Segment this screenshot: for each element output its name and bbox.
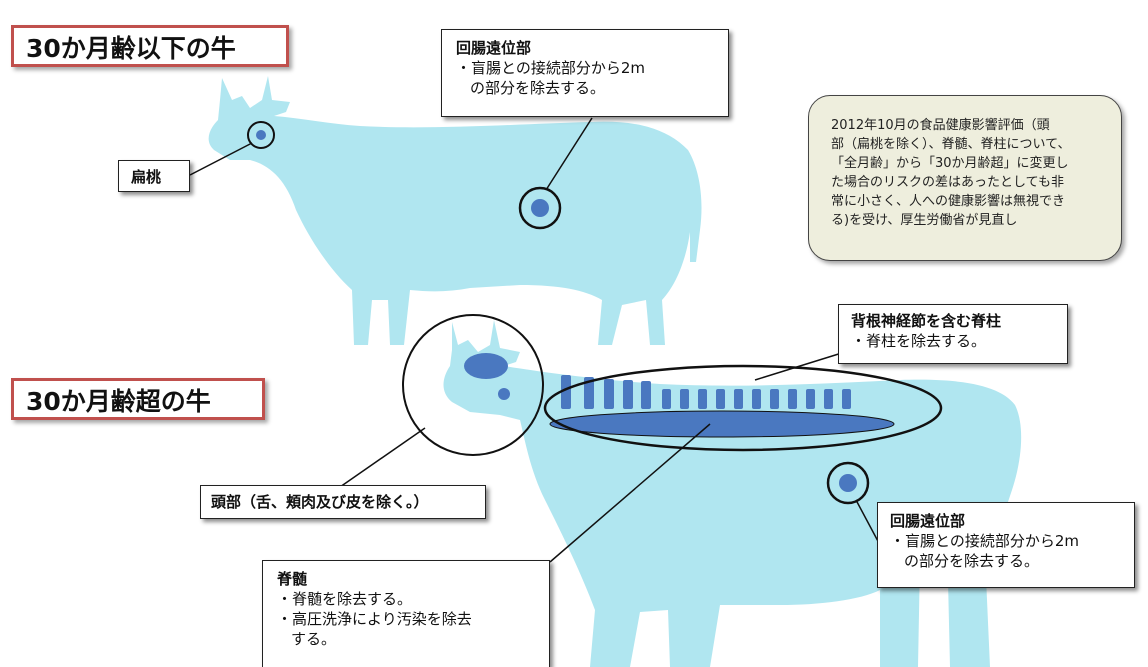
label-tonsil-text: 扁桃 — [131, 168, 162, 186]
label-ileum-top: 回腸遠位部 ・盲腸との接続部分から2m の部分を除去する。 — [441, 29, 729, 117]
ileum-top-leader — [545, 117, 593, 191]
head-marker — [402, 314, 544, 456]
note-box: 2012年10月の食品健康影響評価（頭 部（扁桃を除く）、脊髄、脊柱について、 … — [808, 95, 1122, 261]
ileum-marker-bottom — [826, 461, 870, 505]
ileum-marker-top — [518, 186, 562, 230]
label-spinal-cord-line3: する。 — [291, 630, 337, 648]
head-leader — [339, 427, 426, 488]
label-ileum-bottom: 回腸遠位部 ・盲腸との接続部分から2m の部分を除去する。 — [877, 502, 1135, 588]
note-line: 2012年10月の食品健康影響評価（頭 — [831, 118, 1050, 133]
label-ileum-top-head: 回腸遠位部 — [456, 39, 532, 57]
note-line: た場合のリスクの差はあったとしても非 — [831, 175, 1064, 190]
title-under-30-months: 30か月齢以下の牛 — [11, 25, 289, 67]
label-vertebral: 背根神経節を含む脊柱 ・脊柱を除去する。 — [838, 304, 1068, 364]
label-ileum-bottom-line1: ・盲腸との接続部分から2m — [890, 532, 1080, 550]
spine-marker — [561, 375, 851, 409]
label-ileum-bottom-line2: の部分を除去する。 — [904, 552, 1040, 570]
label-vertebral-head: 背根神経節を含む脊柱 — [851, 312, 1002, 330]
vertebral-leader — [754, 351, 846, 381]
label-ileum-top-line2: の部分を除去する。 — [470, 79, 606, 97]
label-vertebral-line1: ・脊柱を除去する。 — [851, 332, 987, 350]
tonsil-marker — [247, 121, 275, 149]
label-ileum-top-line1: ・盲腸との接続部分から2m — [456, 59, 646, 77]
tonsil-leader — [189, 142, 253, 176]
vertebral-ring — [543, 364, 943, 452]
label-tonsil: 扁桃 — [118, 160, 190, 192]
cow-silhouette-icon — [208, 76, 702, 345]
spinal-cord-marker — [549, 410, 895, 438]
label-spinal-cord: 脊髄 ・脊髄を除去する。 ・高圧洗浄により汚染を除去 する。 — [262, 560, 550, 667]
label-spinal-cord-line2: ・高圧洗浄により汚染を除去 — [277, 610, 472, 628]
spinal-leader — [549, 423, 711, 563]
note-line: 常に小さく、人への健康影響は無視でき — [831, 194, 1066, 209]
note-line: 部（扁桃を除く）、脊髄、脊柱について、 — [831, 137, 1071, 152]
label-ileum-bottom-head: 回腸遠位部 — [890, 512, 966, 530]
label-head-text: 頭部（舌、頬肉及び皮を除く。） — [211, 493, 429, 511]
note-line: る)を受け、厚生労働省が見直し — [831, 213, 1018, 228]
label-spinal-cord-head: 脊髄 — [277, 570, 308, 588]
label-spinal-cord-line1: ・脊髄を除去する。 — [277, 590, 413, 608]
title-over-30-months: 30か月齢超の牛 — [11, 378, 265, 420]
note-line: 「全月齢」から「30か月齢超」に変更し — [831, 156, 1069, 171]
label-head: 頭部（舌、頬肉及び皮を除く。） — [200, 485, 486, 519]
